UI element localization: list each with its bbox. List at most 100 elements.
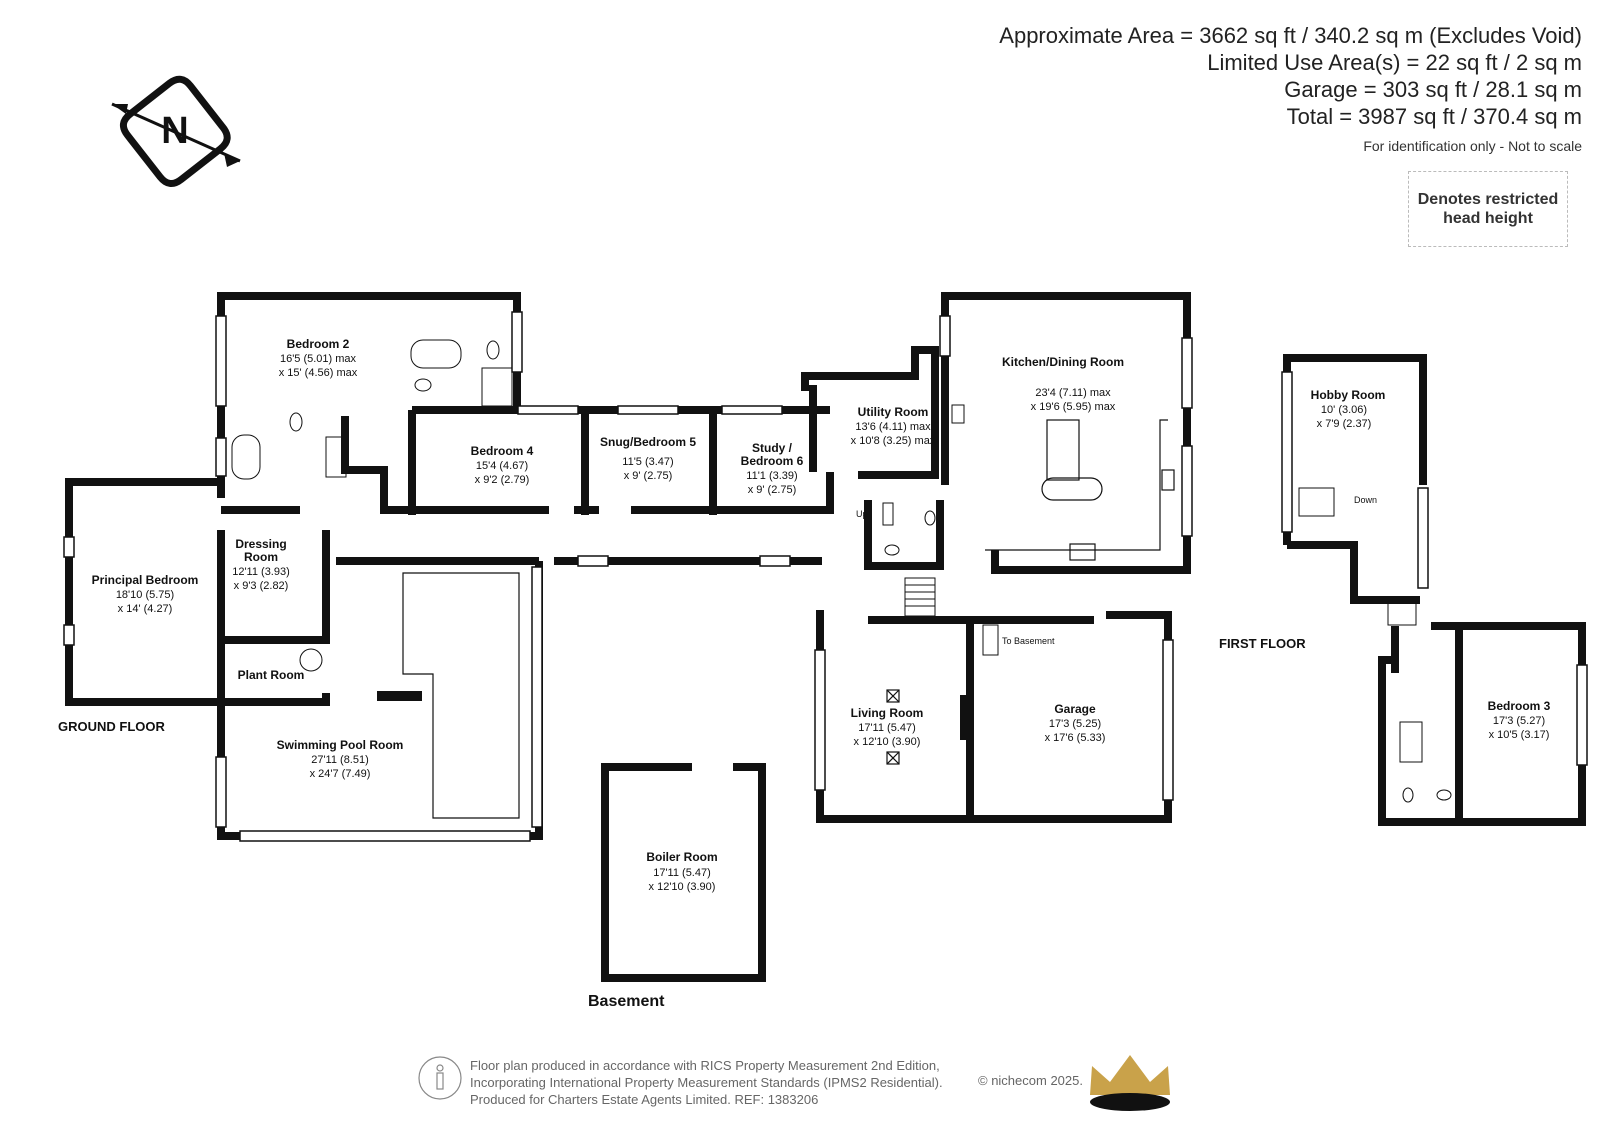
room-bedroom2-dim1: 16'5 (5.01) max: [280, 353, 357, 365]
wall-landing: [1287, 541, 1420, 604]
skylight-icon: [886, 689, 900, 703]
footer-copyright: © nichecom 2025.: [978, 1073, 1083, 1088]
window: [63, 624, 75, 646]
room-garage-dim2: x 17'6 (5.33): [1045, 732, 1106, 744]
wall-hobby: [1283, 354, 1427, 545]
room-living-name: Living Room: [851, 706, 924, 720]
restricted-height-key: Denotes restricted head height: [1408, 171, 1568, 247]
pool-basin: [402, 572, 520, 819]
room-study-dim1: 11'1 (3.39): [746, 470, 797, 482]
window: [939, 315, 951, 357]
wall-dressing: [217, 530, 330, 706]
room-principal-dim1: 18'10 (5.75): [116, 589, 174, 601]
fireplace-icon: [960, 695, 968, 740]
total-area: Total = 3987 sq ft / 370.4 sq m: [1286, 104, 1582, 129]
restricted-line1: Denotes restricted: [1417, 191, 1559, 208]
room-utility-name: Utility Room: [858, 405, 929, 419]
rics-person-icon: [418, 1056, 462, 1100]
bath-icon: [410, 339, 462, 369]
room-boiler-dim1: 17'11 (5.47): [653, 867, 711, 879]
room-dressing-dim2: x 9'3 (2.82): [234, 580, 289, 592]
footer-line3: Produced for Charters Estate Agents Limi…: [470, 1092, 819, 1107]
window: [1181, 445, 1193, 537]
window: [1162, 639, 1174, 801]
room-living-dim1: 17'11 (5.47): [858, 722, 916, 734]
wc-icon: [289, 412, 303, 432]
compass-letter: N: [161, 110, 188, 152]
kitchen-island-end: [1041, 477, 1103, 501]
room-dressing-name1: Dressing: [235, 537, 286, 551]
window: [1181, 337, 1193, 409]
wall-boiler: [601, 763, 766, 982]
room-pool-name: Swimming Pool Room: [277, 738, 404, 752]
window: [531, 566, 543, 828]
room-boiler-dim2: x 12'10 (3.90): [649, 881, 716, 893]
area-summary: Approximate Area = 3662 sq ft / 340.2 sq…: [999, 22, 1582, 130]
room-dressing-name2: Room: [244, 550, 278, 564]
room-bedroom2-name: Bedroom 2: [287, 337, 350, 351]
window: [215, 437, 227, 477]
wall-bedroom3: [1378, 622, 1586, 826]
room-principal-dim2: x 14' (4.27): [118, 603, 173, 615]
room-garage-name: Garage: [1054, 702, 1096, 716]
hob-icon: [1069, 543, 1096, 561]
window: [721, 405, 783, 415]
room-dressing-dim1: 12'11 (3.93): [232, 566, 290, 578]
skylight-icon: [886, 751, 900, 765]
window: [511, 311, 523, 373]
room-living-dim2: x 12'10 (3.90): [854, 736, 921, 748]
room-garage-dim1: 17'3 (5.25): [1049, 718, 1101, 730]
window: [617, 405, 679, 415]
room-hobby-dim1: 10' (3.06): [1321, 404, 1367, 416]
room-snug-dim2: x 9' (2.75): [624, 470, 673, 482]
to-basement-label: To Basement: [1002, 636, 1055, 646]
window: [239, 830, 531, 842]
room-snug-dim1: 11'5 (3.47): [622, 456, 673, 468]
crown-logo-icon: [1090, 1055, 1170, 1111]
room-snug-name: Snug/Bedroom 5: [600, 435, 696, 449]
window: [577, 555, 609, 567]
pool-step: [377, 691, 422, 701]
wall-plant: [221, 530, 330, 644]
floor-label-first: FIRST FLOOR: [1219, 636, 1306, 651]
sink-icon: [951, 404, 965, 424]
kitchen-worktop: [985, 419, 1168, 551]
room-utility-dim1: 13'6 (4.11) max: [855, 421, 931, 433]
limited-use-area: Limited Use Area(s) = 22 sq ft / 2 sq m: [1207, 50, 1582, 75]
wall-corridor-b: [341, 416, 549, 514]
footer-line2: Incorporating International Property Mea…: [470, 1075, 943, 1090]
window: [215, 756, 227, 828]
room-utility-dim2: x 10'8 (3.25) max: [851, 435, 936, 447]
room-bedroom4-name: Bedroom 4: [471, 444, 534, 458]
wc-icon: [1402, 787, 1414, 803]
wc-icon: [486, 340, 500, 360]
room-pool-dim2: x 24'7 (7.49): [310, 768, 371, 780]
room-kitchen-dim2: x 19'6 (5.95) max: [1031, 401, 1116, 413]
room-plant-name: Plant Room: [238, 668, 305, 682]
bath-icon: [231, 434, 261, 480]
footer-line1: Floor plan produced in accordance with R…: [470, 1058, 940, 1073]
basin-icon: [414, 378, 432, 392]
window: [63, 536, 75, 558]
window: [215, 315, 227, 407]
wall-kitchen: [941, 292, 1191, 574]
window: [1281, 371, 1293, 533]
room-hobby-dim2: x 7'9 (2.37): [1317, 418, 1372, 430]
shower-icon: [481, 367, 513, 407]
floor-label-ground: GROUND FLOOR: [58, 719, 165, 734]
room-bedroom3-name: Bedroom 3: [1488, 699, 1551, 713]
room-principal-name: Principal Bedroom: [92, 573, 199, 587]
room-hobby-name: Hobby Room: [1311, 388, 1386, 402]
room-pool-dim1: 27'11 (8.51): [311, 754, 369, 766]
garage-area: Garage = 303 sq ft / 28.1 sq m: [1284, 77, 1582, 102]
floor-label-basement: Basement: [588, 993, 665, 1010]
shower-icon: [325, 436, 347, 478]
room-bedroom4-dim2: x 9'2 (2.79): [475, 474, 530, 486]
window: [759, 555, 791, 567]
restricted-line2: head height: [1443, 210, 1533, 227]
shower-icon: [1399, 721, 1423, 763]
room-study-dim2: x 9' (2.75): [748, 484, 797, 496]
stairs-icon: [882, 487, 1417, 656]
room-kitchen-name: Kitchen/Dining Room: [1002, 355, 1124, 369]
